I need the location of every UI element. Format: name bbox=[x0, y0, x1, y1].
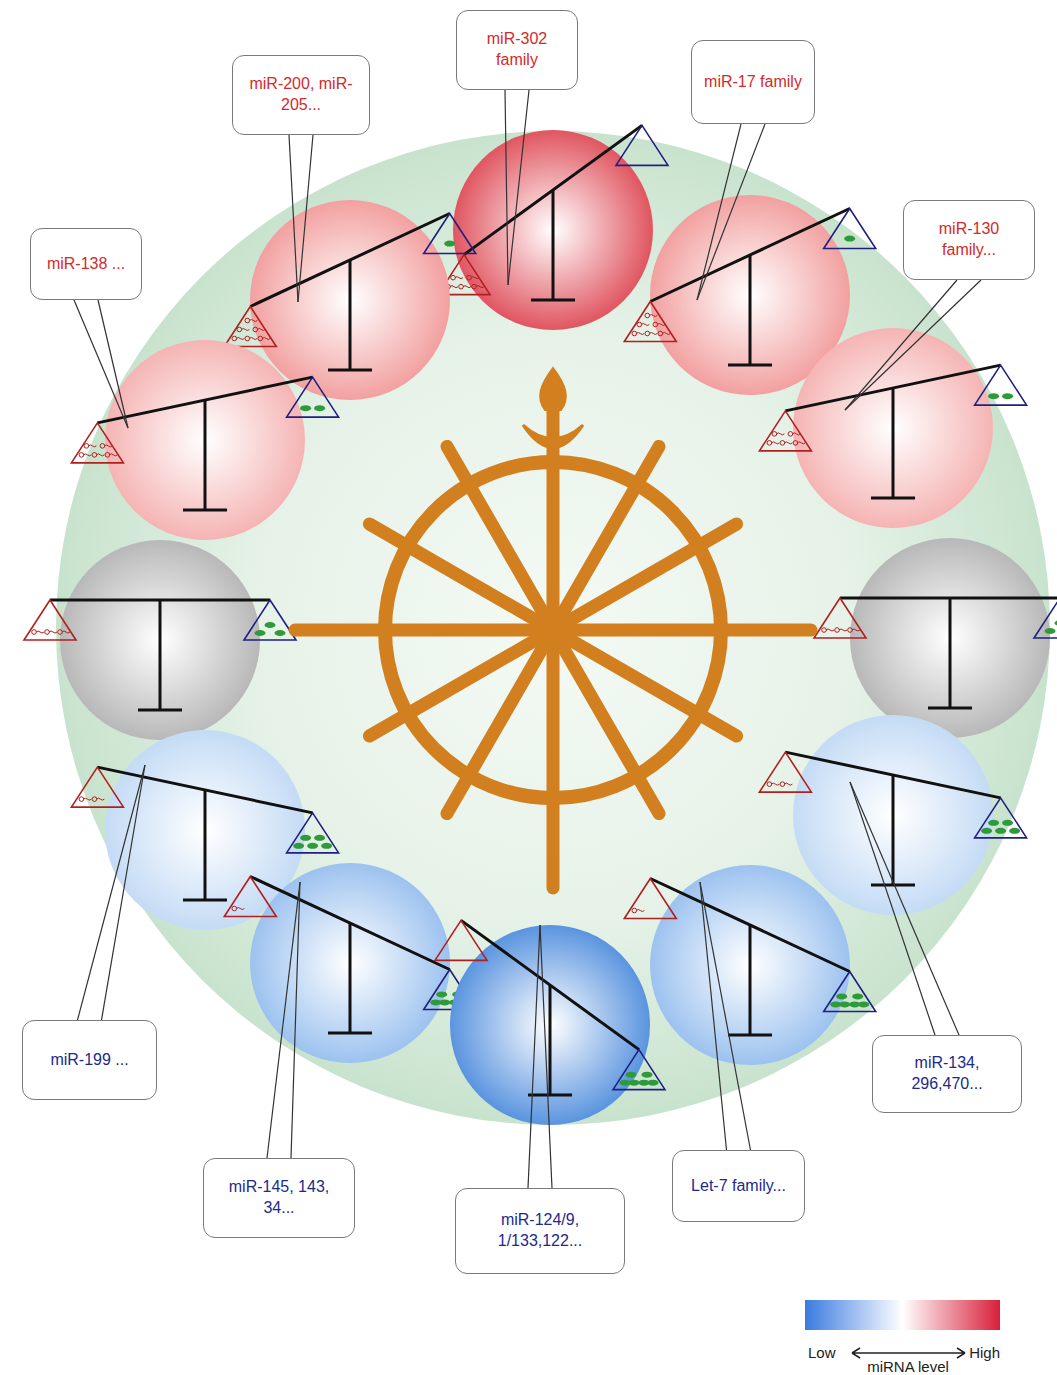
mirna-label: miR-130 family... bbox=[914, 219, 1024, 261]
callout-box: miR-124/9, 1/133,122... bbox=[455, 1188, 625, 1274]
balance-circle bbox=[759, 328, 1026, 528]
leader-line bbox=[540, 925, 552, 1188]
balance-circle bbox=[624, 865, 875, 1065]
leader-line bbox=[850, 782, 959, 1035]
leader-line bbox=[700, 882, 727, 1150]
callout-box: miR-130 family... bbox=[903, 200, 1035, 280]
leader-line bbox=[700, 882, 751, 1150]
leader-line bbox=[845, 280, 957, 410]
leader-line bbox=[697, 124, 741, 300]
legend-bar bbox=[805, 1300, 1000, 1330]
leader-line bbox=[505, 90, 508, 285]
leader-line bbox=[267, 882, 300, 1158]
mirna-label: miR-138 ... bbox=[47, 254, 125, 275]
callout-box: miR-199 ... bbox=[22, 1020, 157, 1100]
leader-line bbox=[850, 782, 935, 1035]
callout-box: miR-134, 296,470... bbox=[872, 1035, 1022, 1113]
callout-box: miR-17 family bbox=[691, 40, 815, 124]
legend-label: High bbox=[969, 1344, 1000, 1361]
legend-label: miRNA level bbox=[867, 1358, 949, 1375]
balance-circle bbox=[224, 863, 475, 1063]
leader-line bbox=[697, 124, 765, 300]
outer-circle bbox=[56, 131, 1050, 1125]
leader-line bbox=[508, 90, 529, 285]
balance-circle bbox=[435, 920, 665, 1125]
mirna-label: miR-17 family bbox=[704, 72, 802, 93]
leader-line bbox=[102, 765, 146, 1020]
leader-line bbox=[298, 135, 313, 302]
balance-group bbox=[24, 125, 1057, 1125]
mirna-label: miR-124/9, 1/133,122... bbox=[466, 1210, 614, 1252]
leader-line bbox=[289, 135, 298, 302]
mirna-label: miR-200, miR-205... bbox=[243, 74, 359, 116]
leader-line bbox=[845, 280, 981, 410]
balance-circle bbox=[814, 538, 1057, 738]
callout-box: miR-138 ... bbox=[30, 228, 142, 300]
callout-box: Let-7 family... bbox=[672, 1150, 805, 1222]
leader-lines bbox=[74, 90, 981, 1188]
legend-arrow bbox=[852, 1348, 965, 1358]
callout-box: miR-302 family bbox=[456, 10, 578, 90]
legend-label: Low bbox=[808, 1344, 836, 1361]
mirna-label: Let-7 family... bbox=[691, 1176, 786, 1197]
mirna-label: miR-134, 296,470... bbox=[883, 1053, 1011, 1095]
balance-circle bbox=[438, 125, 668, 330]
leader-line bbox=[291, 882, 300, 1158]
mirna-label: miR-302 family bbox=[467, 29, 567, 71]
leader-line bbox=[528, 925, 540, 1188]
balance-circle bbox=[24, 540, 296, 740]
balance-circle bbox=[71, 340, 338, 540]
mirna-label: miR-199 ... bbox=[50, 1050, 128, 1071]
leader-line bbox=[74, 300, 128, 428]
leader-line bbox=[78, 765, 146, 1020]
ship-wheel bbox=[295, 368, 811, 888]
mirna-label: miR-145, 143, 34... bbox=[214, 1177, 344, 1219]
leader-line bbox=[98, 300, 128, 428]
callout-box: miR-145, 143, 34... bbox=[203, 1158, 355, 1238]
callout-box: miR-200, miR-205... bbox=[232, 55, 370, 135]
